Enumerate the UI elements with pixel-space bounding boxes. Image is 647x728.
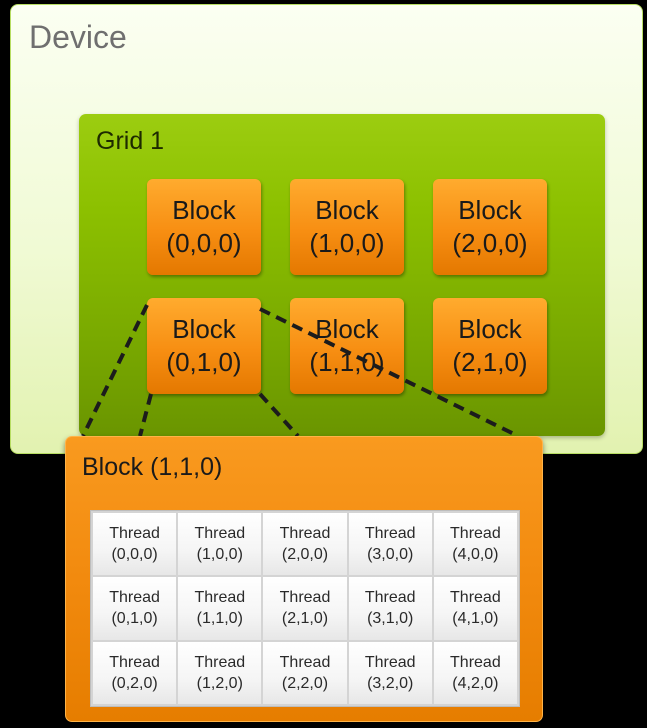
- thread-index: (1,2,0): [196, 674, 243, 692]
- thread-label: Thread: [364, 589, 416, 607]
- thread-cell: Thread (4,0,0): [433, 513, 517, 576]
- thread-label: Thread: [279, 653, 331, 671]
- thread-index: (2,0,0): [281, 546, 329, 564]
- thread-label: Thread: [450, 525, 501, 543]
- thread-label: Thread: [194, 525, 246, 543]
- connector-line-left: [81, 304, 149, 437]
- block-0-0-0: Block (0,0,0): [147, 179, 261, 275]
- grid-title: Grid 1: [96, 127, 165, 155]
- thread-index: (4,2,0): [452, 674, 499, 692]
- block-label: Block: [458, 314, 522, 344]
- block-index: (1,0,0): [309, 228, 385, 258]
- thread-index: (2,2,0): [281, 674, 329, 692]
- thread-cell: Thread (3,2,0): [348, 641, 432, 704]
- thread-cell: Thread (2,2,0): [263, 641, 347, 704]
- thread-table: Thread (0,0,0) Thread (1,0,0) Thread (2,0,0…: [90, 510, 520, 707]
- thread-label: Thread: [279, 589, 331, 607]
- thread-label: Thread: [279, 525, 331, 543]
- thread-label: Thread: [450, 589, 501, 607]
- block-label: Block: [172, 314, 236, 344]
- block-2-1-0: Block (2,1,0): [433, 298, 547, 394]
- thread-index: (0,0,0): [111, 546, 158, 564]
- thread-cell: Thread (3,1,0): [348, 577, 432, 640]
- block-index: (2,0,0): [452, 228, 528, 258]
- thread-cell: Thread (0,0,0): [93, 513, 177, 576]
- block-1-1-0: Block (1,1,0): [290, 298, 404, 394]
- thread-index: (4,0,0): [452, 546, 499, 564]
- connector-line-right: [259, 307, 519, 438]
- connector-line-bottom-left: [138, 393, 153, 437]
- thread-index: (0,2,0): [111, 674, 158, 692]
- block-detail-title: Block (1,1,0): [82, 453, 223, 481]
- thread-cell: Thread (1,0,0): [178, 513, 262, 576]
- block-1-0-0: Block (1,0,0): [290, 179, 404, 275]
- thread-cell: Thread (4,1,0): [433, 577, 517, 640]
- connector-line-bottom-right: [258, 392, 300, 438]
- thread-cell: Thread (1,1,0): [178, 577, 262, 640]
- device-title: Device: [29, 19, 127, 55]
- thread-label: Thread: [194, 589, 246, 607]
- thread-label: Thread: [450, 653, 501, 671]
- thread-cell: Thread (1,2,0): [178, 641, 262, 704]
- block-label: Block: [315, 314, 379, 344]
- thread-index: (1,0,0): [196, 546, 243, 564]
- thread-index: (4,1,0): [452, 610, 499, 628]
- thread-label: Thread: [109, 589, 160, 607]
- block-index: (2,1,0): [452, 347, 528, 377]
- thread-cell: Thread (2,1,0): [263, 577, 347, 640]
- thread-cell: Thread (4,2,0): [433, 641, 517, 704]
- block-0-1-0: Block (0,1,0): [147, 298, 261, 394]
- block-index: (0,1,0): [166, 347, 242, 377]
- block-index: (0,0,0): [166, 228, 242, 258]
- block-label: Block: [315, 195, 379, 225]
- thread-index: (3,1,0): [367, 610, 414, 628]
- thread-index: (3,0,0): [367, 546, 414, 564]
- block-label: Block: [458, 195, 522, 225]
- thread-label: Thread: [194, 653, 246, 671]
- thread-cell: Thread (0,2,0): [93, 641, 177, 704]
- thread-index: (3,2,0): [367, 674, 414, 692]
- thread-label: Thread: [364, 653, 416, 671]
- thread-index: (1,1,0): [196, 610, 243, 628]
- block-2-0-0: Block (2,0,0): [433, 179, 547, 275]
- thread-label: Thread: [109, 653, 160, 671]
- thread-cell: Thread (3,0,0): [348, 513, 432, 576]
- thread-label: Thread: [364, 525, 416, 543]
- block-detail-container: Block (1,1,0) Thread (0,0,0) Thread (1,0,0…: [65, 436, 543, 722]
- thread-cell: Thread (2,0,0): [263, 513, 347, 576]
- thread-cell: Thread (0,1,0): [93, 577, 177, 640]
- thread-index: (2,1,0): [281, 610, 329, 628]
- block-label: Block: [172, 195, 236, 225]
- thread-label: Thread: [109, 525, 160, 543]
- thread-index: (0,1,0): [111, 610, 158, 628]
